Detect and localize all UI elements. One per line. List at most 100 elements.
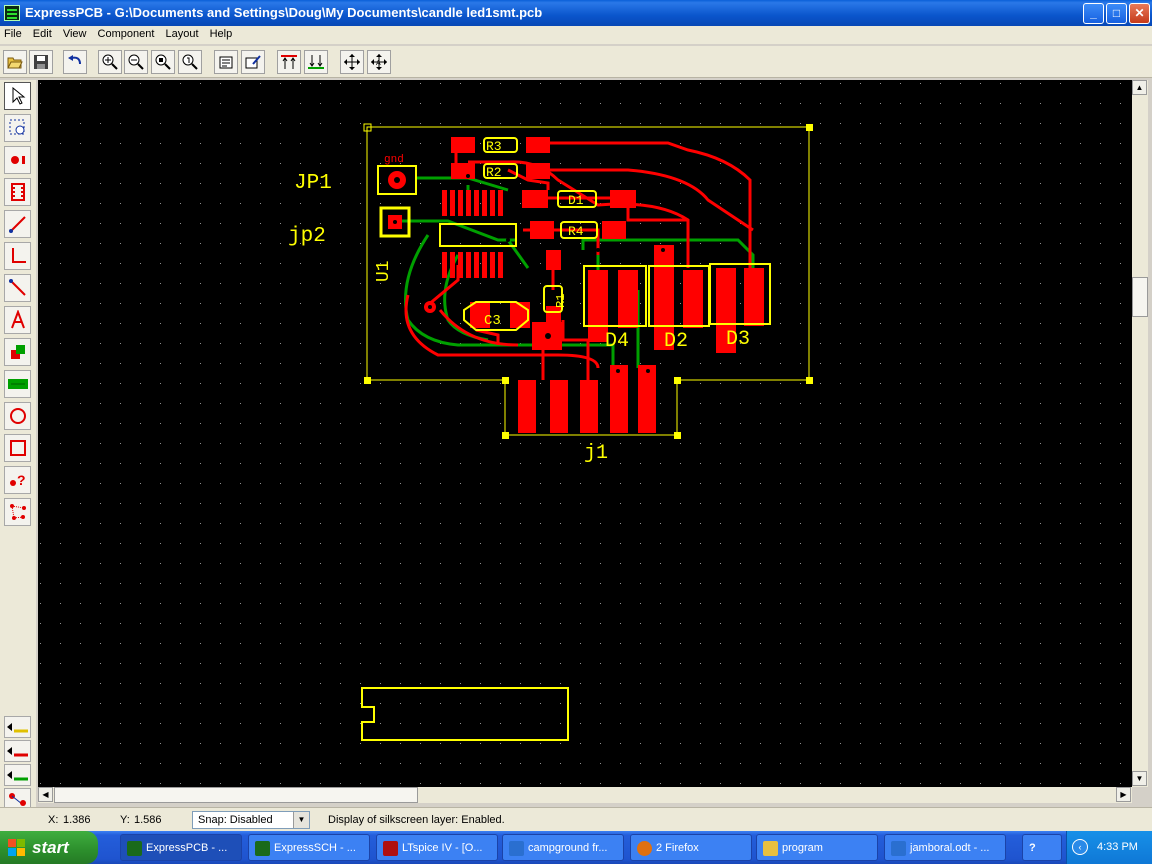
netlist-tool-icon[interactable]	[4, 498, 31, 526]
undo-icon[interactable]	[63, 50, 87, 74]
expresspcb-icon	[127, 841, 142, 856]
silkscreen-labels: JP1 jp2 U1 R3 R2 D1 R4 R1 C3 D4 D2 D3 j1…	[288, 139, 750, 465]
windows-logo-icon	[8, 839, 26, 857]
vertical-scroll-thumb[interactable]	[1132, 277, 1148, 317]
label-r3: R3	[486, 139, 502, 154]
status-message: Display of silkscreen layer: Enabled.	[328, 814, 505, 826]
label-d4: D4	[605, 330, 629, 353]
tool-palette: ?	[0, 80, 36, 810]
task-ltspice[interactable]: LTspice IV - [O...	[376, 834, 498, 861]
move-top-icon[interactable]	[277, 50, 301, 74]
label-c3: C3	[484, 313, 501, 329]
task-program[interactable]: program	[756, 834, 878, 861]
trace-tool-icon[interactable]	[4, 210, 31, 238]
rectangle-tool-icon[interactable]	[4, 434, 31, 462]
maximize-button[interactable]: □	[1106, 3, 1127, 24]
select-tool-icon[interactable]	[4, 82, 31, 110]
task-jamboral[interactable]: jamboral.odt - ...	[884, 834, 1006, 861]
jp2-connector	[379, 206, 411, 238]
zoom-region-tool-icon[interactable]	[4, 114, 31, 142]
open-icon[interactable]	[3, 50, 27, 74]
title-bar: ExpressPCB - G:\Documents and Settings\D…	[0, 0, 1152, 26]
move-icon[interactable]	[340, 50, 364, 74]
start-button[interactable]: start	[0, 831, 98, 864]
svg-text:A: A	[376, 60, 381, 67]
task-expresssch[interactable]: ExpressSCH - ...	[248, 834, 370, 861]
trace-angle-tool-icon[interactable]	[4, 242, 31, 270]
trace-diagonal-tool-icon[interactable]	[4, 274, 31, 302]
label-d1: D1	[568, 193, 584, 208]
save-icon[interactable]	[29, 50, 53, 74]
move-bottom-icon[interactable]	[304, 50, 328, 74]
svg-text:?: ?	[17, 472, 26, 488]
close-button[interactable]: ✕	[1129, 3, 1150, 24]
top-layer-tool-icon[interactable]	[4, 716, 31, 738]
status-x-value: 1.386	[63, 814, 91, 826]
snap-value: Snap: Disabled	[198, 814, 273, 826]
layer-tool-icon[interactable]	[4, 338, 31, 366]
snap-dropdown[interactable]: Snap: Disabled ▼	[192, 811, 310, 829]
jp1-connector	[377, 165, 417, 195]
copper-fill-tool-icon[interactable]	[4, 370, 31, 398]
ltspice-icon	[383, 841, 398, 856]
menu-help[interactable]: Help	[209, 28, 233, 40]
status-x-label: X:	[48, 814, 59, 826]
task-expresspcb[interactable]: ExpressPCB - ...	[120, 834, 242, 861]
horizontal-scroll-thumb[interactable]	[54, 787, 418, 803]
task-label: 2 Firefox	[656, 842, 699, 854]
task-firefox[interactable]: 2 Firefox	[630, 834, 752, 861]
pcb-canvas[interactable]: JP1 jp2 U1 R3 R2 D1 R4 R1 C3 D4 D2 D3 j1…	[38, 80, 1132, 787]
document-icon	[891, 841, 906, 856]
bottom-layer-tool-icon[interactable]	[4, 740, 31, 762]
zoom-fit-icon[interactable]	[178, 50, 202, 74]
scroll-left-icon[interactable]: ◀	[38, 787, 53, 802]
menu-layout[interactable]: Layout	[165, 28, 199, 40]
properties-edit-icon[interactable]	[241, 50, 265, 74]
menu-edit[interactable]: Edit	[32, 28, 52, 40]
folder-icon	[763, 841, 778, 856]
menu-view[interactable]: View	[62, 28, 87, 40]
horizontal-scrollbar[interactable]: ◀ ▶	[38, 787, 1132, 803]
rotate-icon[interactable]: A	[367, 50, 391, 74]
menu-component[interactable]: Component	[97, 28, 155, 40]
zoom-in-icon[interactable]	[98, 50, 122, 74]
chevron-down-icon[interactable]: ▼	[293, 812, 309, 828]
text-tool-icon[interactable]	[4, 306, 31, 334]
task-label: program	[782, 842, 823, 854]
scroll-down-icon[interactable]: ▼	[1132, 771, 1147, 786]
silkscreen-layer-tool-icon[interactable]	[4, 764, 31, 786]
status-bar: X: 1.386 Y: 1.586 Snap: Disabled ▼ Displ…	[0, 807, 1152, 831]
task-label: ExpressSCH - ...	[274, 842, 356, 854]
silkscreen-outlines	[361, 137, 771, 741]
menu-bar: File Edit View Component Layout Help	[0, 26, 1152, 44]
component-tool-icon[interactable]	[4, 178, 31, 206]
task-label: ExpressPCB - ...	[146, 842, 228, 854]
label-r1: R1	[554, 294, 568, 308]
vertical-scrollbar[interactable]: ▲ ▼	[1132, 80, 1148, 787]
chevron-left-icon[interactable]: ‹	[1072, 839, 1088, 855]
help-tray-button[interactable]: ?	[1022, 834, 1062, 861]
scroll-up-icon[interactable]: ▲	[1132, 80, 1147, 95]
start-label: start	[32, 838, 69, 857]
clock: 4:33 PM	[1097, 841, 1138, 853]
pad-tool-icon[interactable]	[4, 146, 31, 174]
window-title: ExpressPCB - G:\Documents and Settings\D…	[25, 5, 543, 20]
label-r2: R2	[486, 165, 502, 180]
menu-file[interactable]: File	[4, 28, 22, 40]
system-tray: ‹ 4:33 PM	[1066, 831, 1152, 864]
scroll-right-icon[interactable]: ▶	[1116, 787, 1131, 802]
expresssch-icon	[255, 841, 270, 856]
circle-tool-icon[interactable]	[4, 402, 31, 430]
label-d3: D3	[726, 328, 750, 351]
task-campground[interactable]: campground fr...	[502, 834, 624, 861]
properties-icon[interactable]	[214, 50, 238, 74]
query-tool-icon[interactable]: ?	[4, 466, 31, 494]
zoom-out-icon[interactable]	[124, 50, 148, 74]
expresspcb-app-icon	[4, 5, 20, 21]
status-y-label: Y:	[120, 814, 130, 826]
pads	[442, 137, 764, 433]
label-j1: j1	[584, 442, 608, 465]
pcb-board-drawing[interactable]: JP1 jp2 U1 R3 R2 D1 R4 R1 C3 D4 D2 D3 j1…	[38, 80, 1132, 787]
minimize-button[interactable]: _	[1083, 3, 1104, 24]
zoom-area-icon[interactable]	[151, 50, 175, 74]
